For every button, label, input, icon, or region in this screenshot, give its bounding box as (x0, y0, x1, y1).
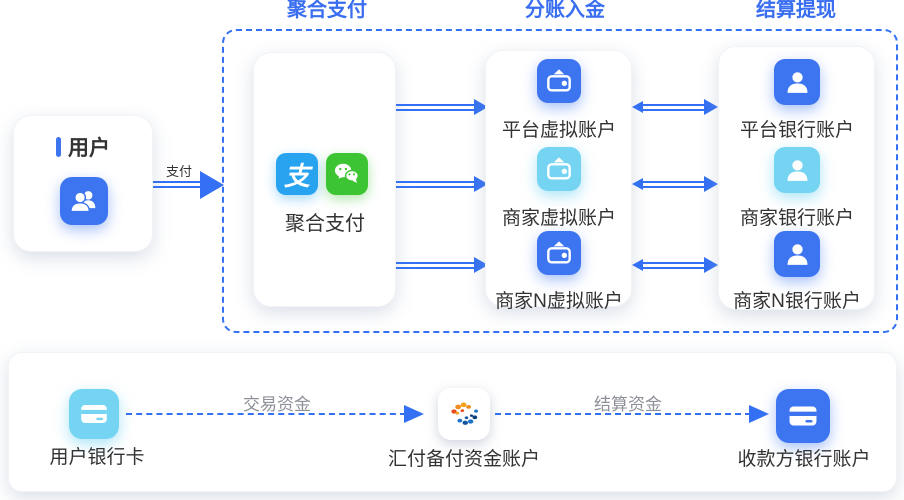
arrow-row2-head-icon (474, 176, 488, 192)
arrow-row1b-shaft (641, 104, 706, 111)
person-icon-glyph (787, 71, 807, 93)
arrow-row1-left-head-icon (632, 101, 643, 113)
arrow-row1-head-icon (474, 99, 488, 115)
virtual-account-label: 商家N虚拟账户 (495, 291, 623, 312)
bank-card-icon-glyph (81, 405, 107, 423)
section-header-settlement-withdraw: 结算提现 (756, 0, 836, 21)
transaction-funds-dash-line (126, 413, 406, 415)
payee-bank-account-label: 收款方银行账户 (737, 449, 871, 470)
user-bank-card-label: 用户银行卡 (49, 447, 145, 468)
alipay-glyph: 支 (283, 160, 310, 191)
person-icon-glyph (787, 159, 807, 181)
person-icon-glyph (787, 243, 807, 265)
person-icon (774, 147, 820, 193)
wallet-icon-glyph (547, 69, 571, 92)
settlement-funds-label: 结算资金 (594, 395, 662, 414)
wallet-icon (537, 147, 581, 191)
users-icon-glyph (70, 191, 96, 213)
transaction-funds-arrowhead-icon (404, 405, 424, 423)
person-icon (774, 231, 820, 277)
alipay-icon: 支 (276, 153, 318, 195)
bank-account-label: 商家N银行账户 (733, 291, 861, 312)
virtual-account-label: 商家虚拟账户 (501, 208, 617, 229)
pay-arrow-shaft (153, 181, 203, 188)
bank-card-icon (776, 389, 830, 443)
arrow-row1-shaft (396, 104, 476, 111)
wallet-icon-glyph (547, 157, 571, 180)
user-node-label: 用户 (68, 137, 110, 160)
bank-card-icon-glyph (789, 406, 817, 426)
section-header-aggregate-payment: 聚合支付 (287, 0, 367, 21)
arrow-row3b-shaft (641, 262, 706, 269)
huifu-logo-glyph (451, 402, 478, 425)
settlement-funds-dash-line (495, 413, 751, 415)
arrow-row2-shaft (396, 181, 476, 188)
huifu-logo-icon (438, 388, 490, 440)
arrow-row2b-shaft (641, 181, 706, 188)
arrow-row3-left-head-icon (632, 259, 643, 271)
transaction-funds-label: 交易资金 (243, 395, 311, 414)
aggregate-payment-label: 聚合支付 (285, 213, 365, 235)
pay-arrow-label: 支付 (166, 164, 193, 179)
virtual-account-label: 平台虚拟账户 (501, 120, 617, 141)
users-icon (60, 177, 108, 225)
bank-card-icon (69, 389, 119, 439)
wallet-icon (537, 59, 581, 103)
wallet-icon (537, 231, 581, 275)
pay-arrowhead-icon (200, 171, 224, 199)
wechat-icon (326, 153, 368, 195)
arrow-row3-shaft (396, 262, 476, 269)
bank-account-label: 商家银行账户 (739, 208, 855, 229)
bank-accounts-node: 平台银行账户 商家银行账户 商家N银行账户 (718, 46, 875, 312)
virtual-accounts-node: 平台虚拟账户 商家虚拟账户 商家N虚拟账户 (485, 50, 632, 312)
arrow-row3b-head-icon (704, 257, 718, 273)
section-header-split-ledger: 分账入金 (525, 0, 605, 21)
arrow-row2b-head-icon (704, 176, 718, 192)
bank-account-label: 平台银行账户 (739, 120, 855, 141)
settlement-funds-arrowhead-icon (749, 405, 769, 423)
user-node-title: 用户 (14, 132, 152, 162)
aggregate-payment-node: 支 聚合支付 (253, 52, 396, 307)
person-icon (774, 59, 820, 105)
wechat-icon-glyph (334, 163, 360, 183)
huifu-reserve-account-label: 汇付备付资金账户 (387, 449, 541, 470)
user-node: 用户 (13, 115, 153, 252)
settlement-flow-panel: 用户银行卡 交易资金 汇付备付资金账户 结算资金 (8, 352, 897, 492)
wallet-icon-glyph (547, 241, 571, 264)
arrow-row2-left-head-icon (632, 178, 643, 190)
arrow-row3-head-icon (474, 257, 488, 273)
title-accent-bar (56, 137, 61, 157)
arrow-row1b-head-icon (704, 99, 718, 115)
